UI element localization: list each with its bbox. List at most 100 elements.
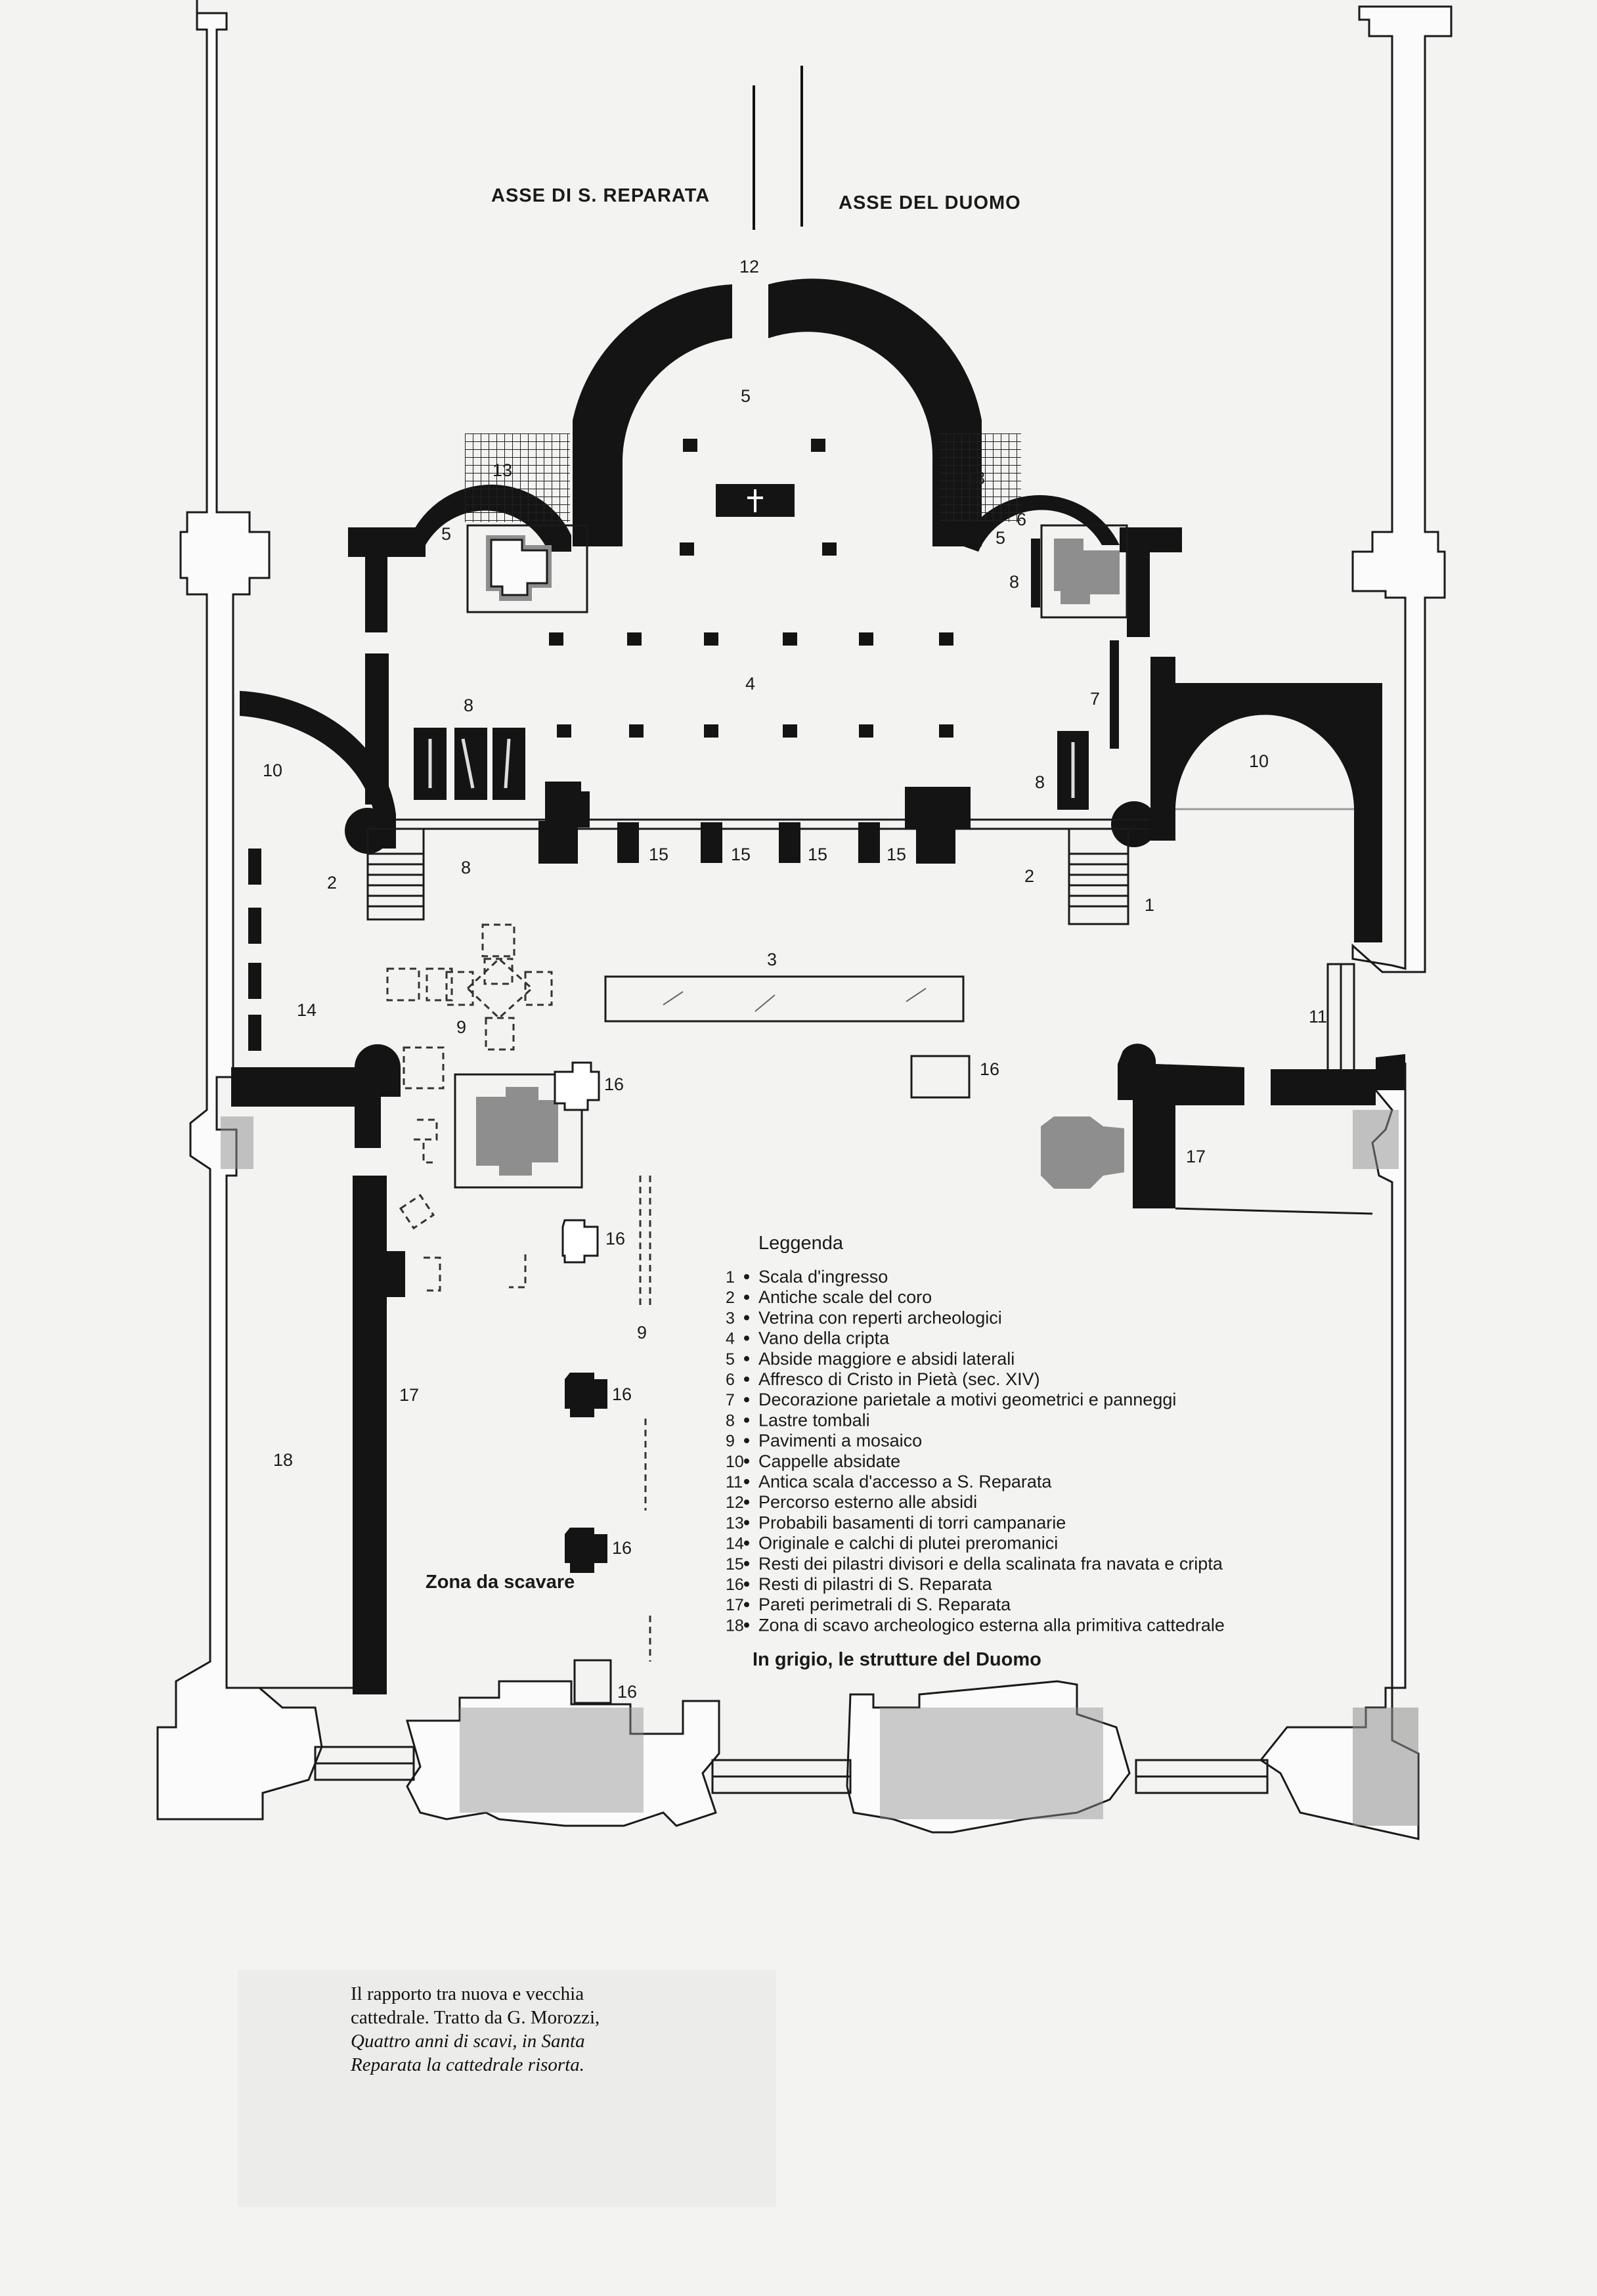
label-13-left: 13: [492, 460, 512, 480]
label-15-b: 15: [731, 845, 751, 864]
legend-item-text: Originale e calchi di plutei preromanici: [758, 1534, 1058, 1553]
legend-item-text: Percorso esterno alle absidi: [758, 1492, 977, 1512]
legend-number: 11: [726, 1473, 743, 1491]
legend-bullet: [744, 1520, 749, 1526]
legend-number: 18: [726, 1616, 744, 1635]
label-11: 11: [1309, 1007, 1327, 1027]
plutei: [248, 849, 261, 1051]
legend-number: 7: [726, 1391, 735, 1409]
legend-bullet: [744, 1602, 749, 1608]
legend-number: 2: [726, 1289, 735, 1307]
label-16-upper-right: 16: [980, 1059, 999, 1079]
legend-item-text: Zona di scavo archeologico esterna alla …: [758, 1615, 1225, 1635]
caption-line-4: Reparata la cattedrale risorta.: [351, 2054, 585, 2075]
label-5-main: 5: [741, 386, 751, 406]
label-7: 7: [1090, 689, 1100, 709]
mosaic-floors: [386, 923, 651, 1662]
tomb-slabs: [414, 728, 1089, 810]
legend-bullet: [744, 1356, 749, 1361]
legend-number: 9: [726, 1432, 735, 1451]
legend-item-text: Abside maggiore e absidi laterali: [758, 1349, 1015, 1369]
label-8-apse: 8: [1009, 572, 1019, 592]
legend-number: 3: [726, 1309, 735, 1327]
legend-item-text: Antica scala d'accesso a S. Reparata: [758, 1472, 1052, 1491]
bell-tower-base-left: [465, 433, 570, 522]
excavation-zone-label: Zona da scavare: [426, 1572, 575, 1593]
axis-lines: [753, 66, 803, 230]
legend-number: 4: [726, 1330, 735, 1348]
legend-item-text: Resti dei pilastri divisori e della scal…: [758, 1554, 1223, 1574]
label-5-right: 5: [995, 528, 1005, 548]
legend-bullet: [744, 1560, 749, 1566]
reparata-pillars: [454, 1055, 1124, 1704]
label-17-left: 17: [399, 1385, 419, 1405]
label-8-nave: 8: [461, 858, 471, 877]
label-4: 4: [745, 674, 755, 694]
crypt-piers: [549, 439, 953, 738]
caption-line-3: Quattro anni di scavi, in Santa: [351, 2031, 585, 2052]
legend-bullet: [744, 1397, 749, 1403]
legend-title: Leggenda: [758, 1233, 844, 1254]
label-2-left: 2: [327, 873, 337, 893]
label-8-tombs: 8: [464, 695, 473, 715]
caption-line-2: cattedrale. Tratto da G. Morozzi,: [351, 2007, 600, 2028]
side-apse-piers: [466, 524, 1128, 619]
legend-number: 6: [726, 1371, 735, 1389]
axis-label-reparata: ASSE DI S. REPARATA: [491, 185, 710, 206]
label-16-bottom: 16: [612, 1538, 632, 1558]
legend-number: 10: [726, 1453, 744, 1471]
legend-item-text: Pavimenti a mosaico: [758, 1431, 922, 1451]
label-3: 3: [767, 950, 777, 969]
bell-tower-base-right: [939, 433, 1021, 522]
label-14: 14: [297, 1000, 317, 1020]
label-16-upper-left: 16: [604, 1074, 624, 1094]
legend-number: 5: [726, 1350, 735, 1369]
perimeter-walls: [231, 1044, 1405, 1694]
label-15-d: 15: [886, 845, 906, 864]
label-1: 1: [1145, 895, 1154, 915]
label-9-lower: 9: [637, 1323, 647, 1342]
legend-number: 14: [726, 1535, 744, 1553]
label-8-right: 8: [1035, 772, 1045, 792]
apse-walls: [240, 278, 1382, 942]
legend-number: 1: [726, 1268, 735, 1287]
legend-bullet: [744, 1458, 749, 1464]
plan-labels: 12 5 13 13 5 6 5 8 4 7 8 10 10 8 15 15 1…: [263, 257, 1327, 1702]
legend-bullet: [744, 1540, 749, 1546]
caption-line-1: Il rapporto tra nuova e vecchia: [351, 1983, 584, 2004]
duomo-structures: [156, 0, 1453, 1840]
legend-number: 16: [726, 1576, 744, 1594]
label-15-a: 15: [649, 845, 668, 864]
axis-label-duomo: ASSE DEL DUOMO: [839, 192, 1021, 213]
legend-item-text: Vetrina con reperti archeologici: [758, 1308, 1002, 1327]
legend-item-text: Lastre tombali: [758, 1410, 870, 1430]
legend-item-text: Resti di pilastri di S. Reparata: [758, 1574, 993, 1594]
caption-box: Il rapporto tra nuova e vecchia cattedra…: [238, 1970, 776, 2207]
crypt-front: [366, 782, 1150, 925]
caption-text: Il rapporto tra nuova e vecchia cattedra…: [351, 1982, 929, 2077]
label-2-right: 2: [1024, 866, 1034, 886]
legend-bullet: [744, 1479, 749, 1484]
legend-grey-note: In grigio, le strutture del Duomo: [753, 1649, 1041, 1670]
label-9-upper: 9: [456, 1017, 466, 1037]
legend-bullet: [744, 1294, 749, 1300]
legend-item-text: Affresco di Cristo in Pietà (sec. XIV): [758, 1369, 1040, 1389]
label-18: 18: [273, 1450, 293, 1470]
showcase: [604, 975, 965, 1023]
legend-number: 12: [726, 1493, 744, 1512]
label-5-left: 5: [441, 524, 451, 544]
label-12: 12: [739, 257, 759, 276]
legend-bullet: [744, 1438, 749, 1444]
legend-bullet: [744, 1315, 749, 1321]
legend-bullet: [744, 1622, 749, 1628]
legend-bullet: [744, 1335, 749, 1341]
label-15-c: 15: [808, 845, 827, 864]
legend-number: 8: [726, 1411, 735, 1430]
legend-bullet: [744, 1274, 749, 1279]
label-16-lower: 16: [612, 1384, 632, 1404]
label-6: 6: [1017, 510, 1026, 529]
legend-item-text: Cappelle absidate: [758, 1451, 900, 1471]
legend-bullet: [744, 1377, 749, 1382]
